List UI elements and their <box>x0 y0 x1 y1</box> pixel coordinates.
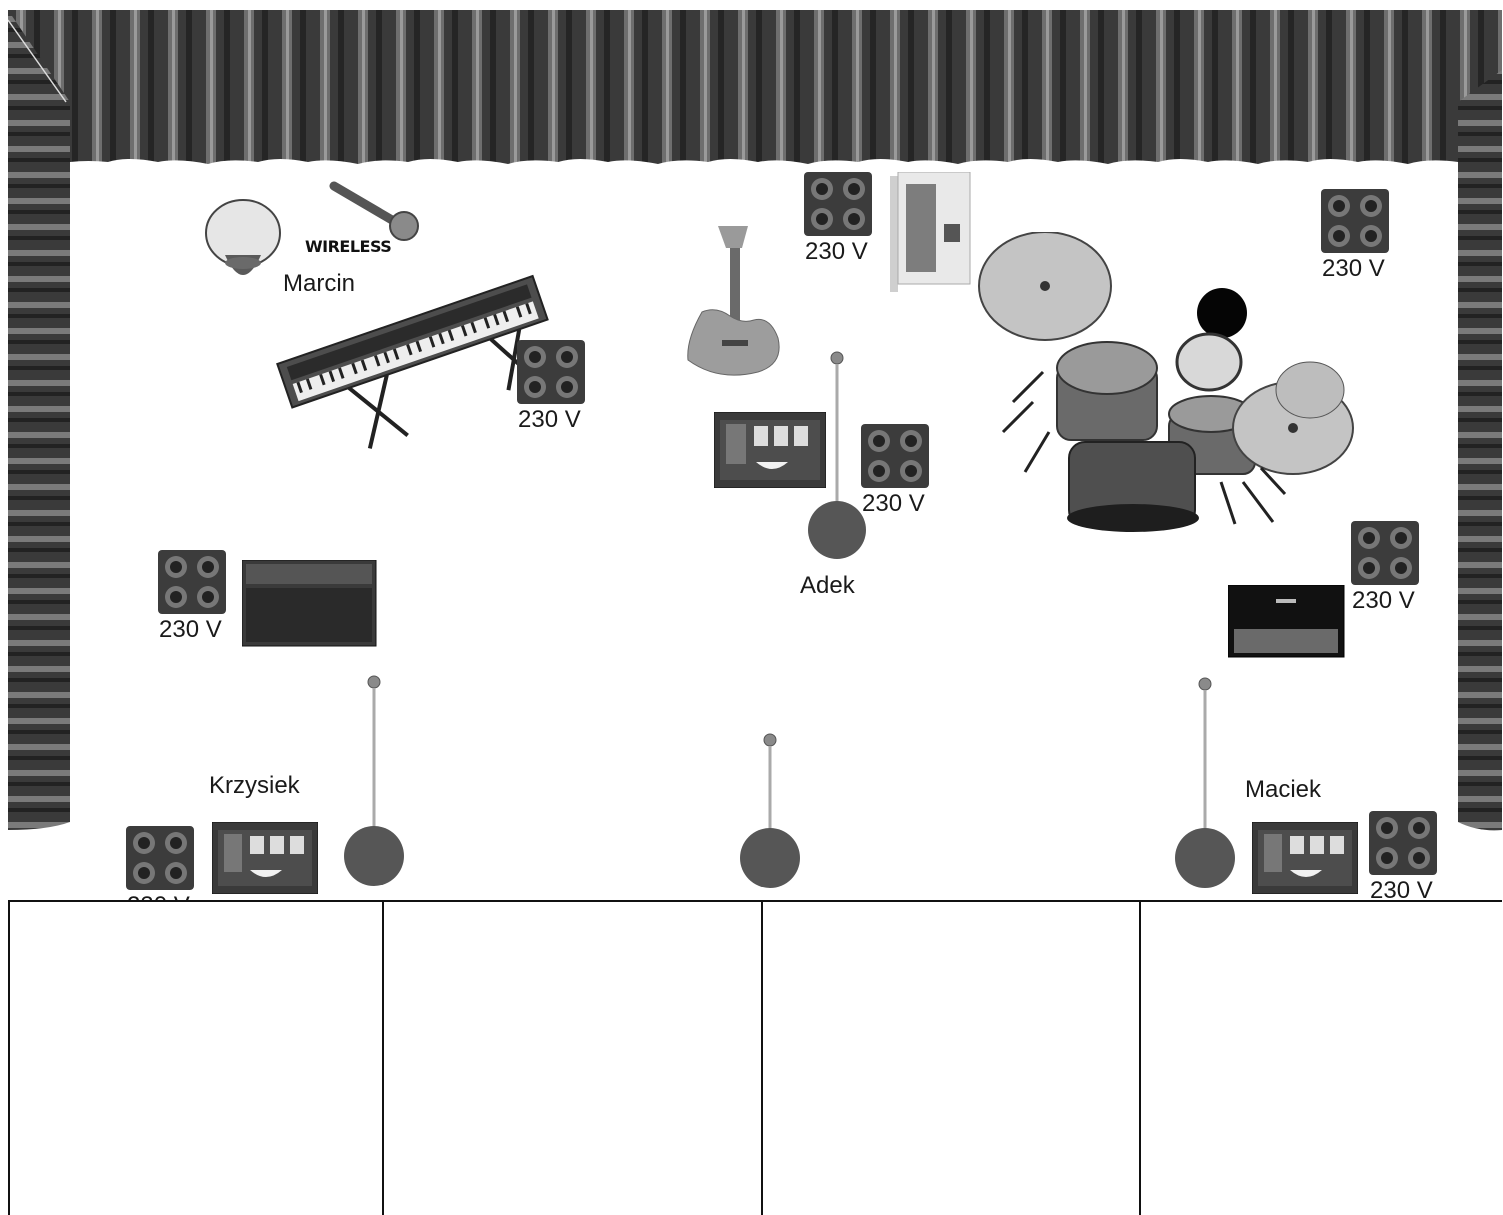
power-label: 230 V <box>1322 255 1385 283</box>
power-outlet: 230 V <box>517 340 585 409</box>
laptop-icon <box>890 172 972 294</box>
microphone-stand-icon <box>1173 674 1237 888</box>
bass-guitar-icon <box>678 220 788 380</box>
power-outlet-icon <box>1321 189 1389 253</box>
wireless-label: WIRELESS <box>305 237 391 256</box>
power-outlet-icon <box>861 424 929 488</box>
person-label-maciek: Maciek <box>1245 776 1321 804</box>
power-outlet: 230 V <box>1351 521 1419 590</box>
amplifier-icon <box>1228 585 1346 659</box>
amplifier-icon <box>242 560 378 648</box>
power-outlet: 230 V <box>126 826 194 895</box>
power-label: 230 V <box>127 892 190 900</box>
drum-kit-icon <box>973 232 1368 542</box>
power-label: 230 V <box>1352 587 1415 615</box>
power-outlet: 230 V <box>158 550 226 619</box>
power-outlet-icon <box>1369 811 1437 875</box>
power-outlet: 230 V <box>1369 811 1437 880</box>
power-outlet-icon <box>517 340 585 404</box>
person-label-krzysiek: Krzysiek <box>209 772 300 800</box>
microphone-stand-icon <box>738 730 802 890</box>
power-label: 230 V <box>159 616 222 644</box>
microphone-stand-icon <box>344 672 408 886</box>
power-outlet-icon <box>126 826 194 890</box>
power-outlet-icon <box>804 172 872 236</box>
grid-divider <box>761 902 763 1215</box>
grid-divider <box>1139 902 1141 1215</box>
power-outlet: 230 V <box>1321 189 1389 258</box>
bottom-grid <box>8 900 1502 1215</box>
power-label: 230 V <box>862 490 925 518</box>
power-outlet: 230 V <box>804 172 872 241</box>
pedalboard-icon <box>1252 822 1358 894</box>
grid-divider <box>382 902 384 1215</box>
power-label: 230 V <box>518 406 581 434</box>
person-label-adek: Adek <box>800 572 855 600</box>
pedalboard-icon <box>212 822 318 894</box>
power-outlet-icon <box>158 550 226 614</box>
power-outlet-icon <box>1351 521 1419 585</box>
power-label: 230 V <box>1370 877 1433 900</box>
power-outlet: 230 V <box>861 424 929 493</box>
power-label: 230 V <box>805 238 868 266</box>
stage-plot: WIRELESS Marcin <box>8 10 1502 900</box>
wireless-microphone-icon <box>326 180 422 244</box>
